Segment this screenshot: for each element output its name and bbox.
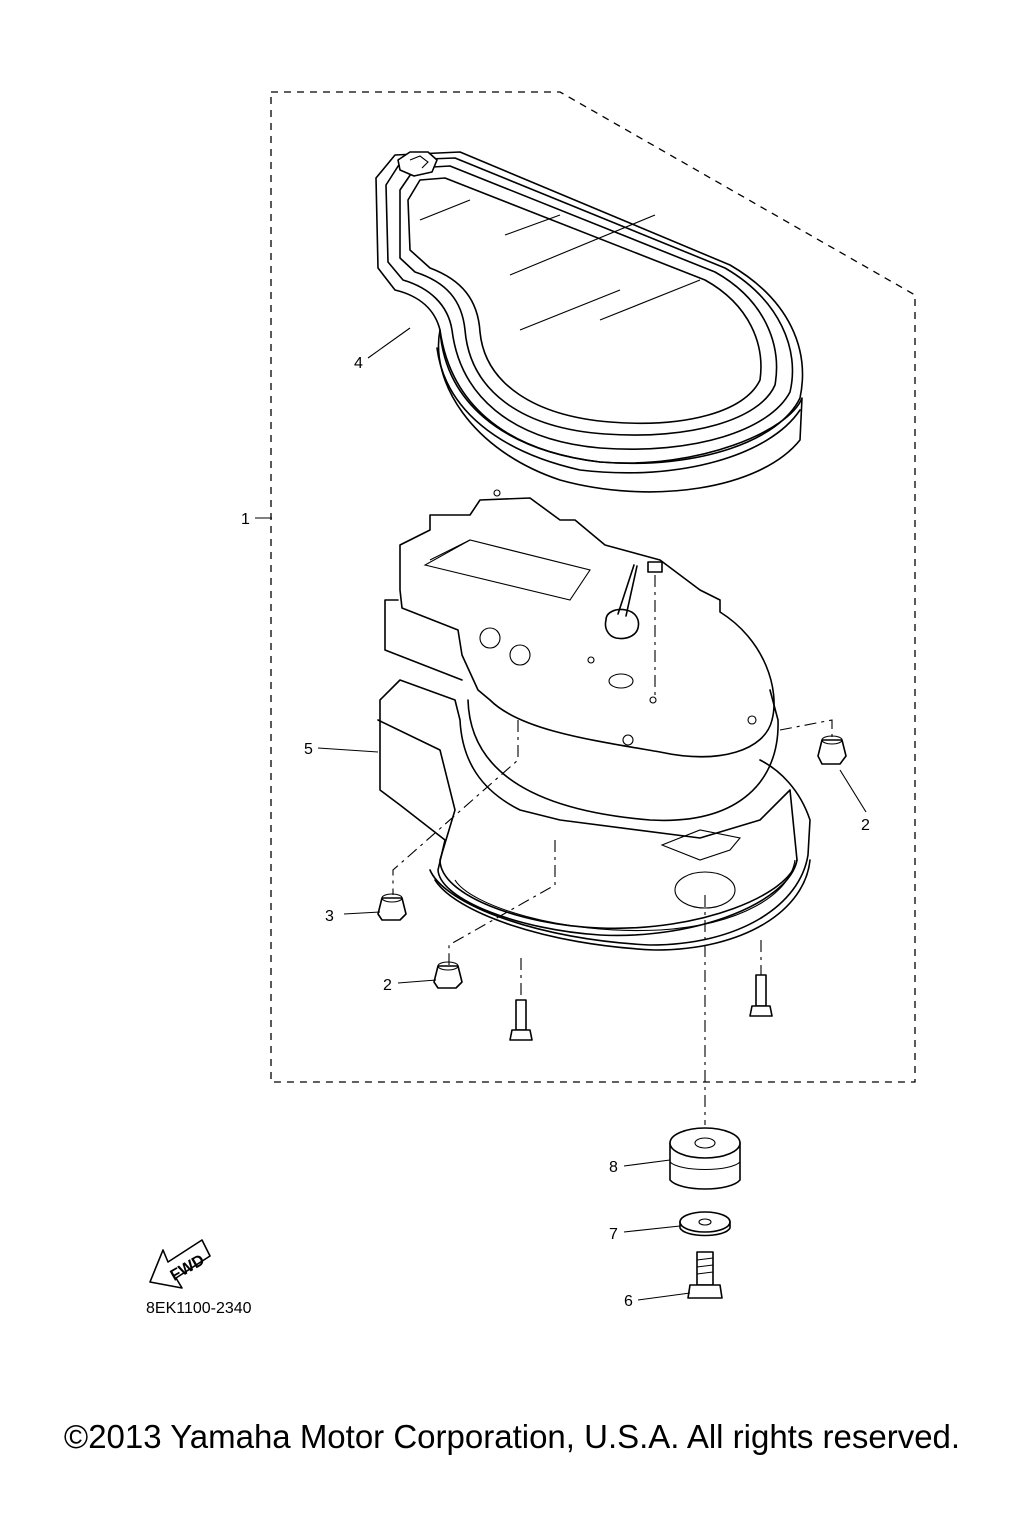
callout-5: 5 [304,741,313,758]
grommet-2-left [433,961,463,989]
case-screw-right [749,974,773,1017]
meter-plate [384,489,779,822]
callout-2-left: 2 [383,977,392,994]
damper-8 [669,1127,741,1190]
screw-6 [687,1251,723,1299]
assembly-boundary [270,91,916,1083]
copyright-notice: ©2013 Yamaha Motor Corporation, U.S.A. A… [63,1418,961,1455]
meter-case [377,679,811,951]
callout-2-right: 2 [861,817,870,834]
fwd-arrow-icon: FWD [149,1239,211,1289]
callout-6: 6 [624,1293,633,1310]
callout-3: 3 [325,908,334,925]
case-screw-left [509,999,533,1041]
grommet-2-right [817,735,847,765]
washer-7 [679,1211,731,1237]
callout-1: 1 [241,511,250,528]
callout-8: 8 [609,1159,618,1176]
callout-7: 7 [609,1226,618,1243]
grommet-3 [377,893,407,921]
diagram-id: 8EK1100-2340 [146,1300,252,1317]
meter-cover [375,151,804,493]
callout-4: 4 [354,355,363,372]
